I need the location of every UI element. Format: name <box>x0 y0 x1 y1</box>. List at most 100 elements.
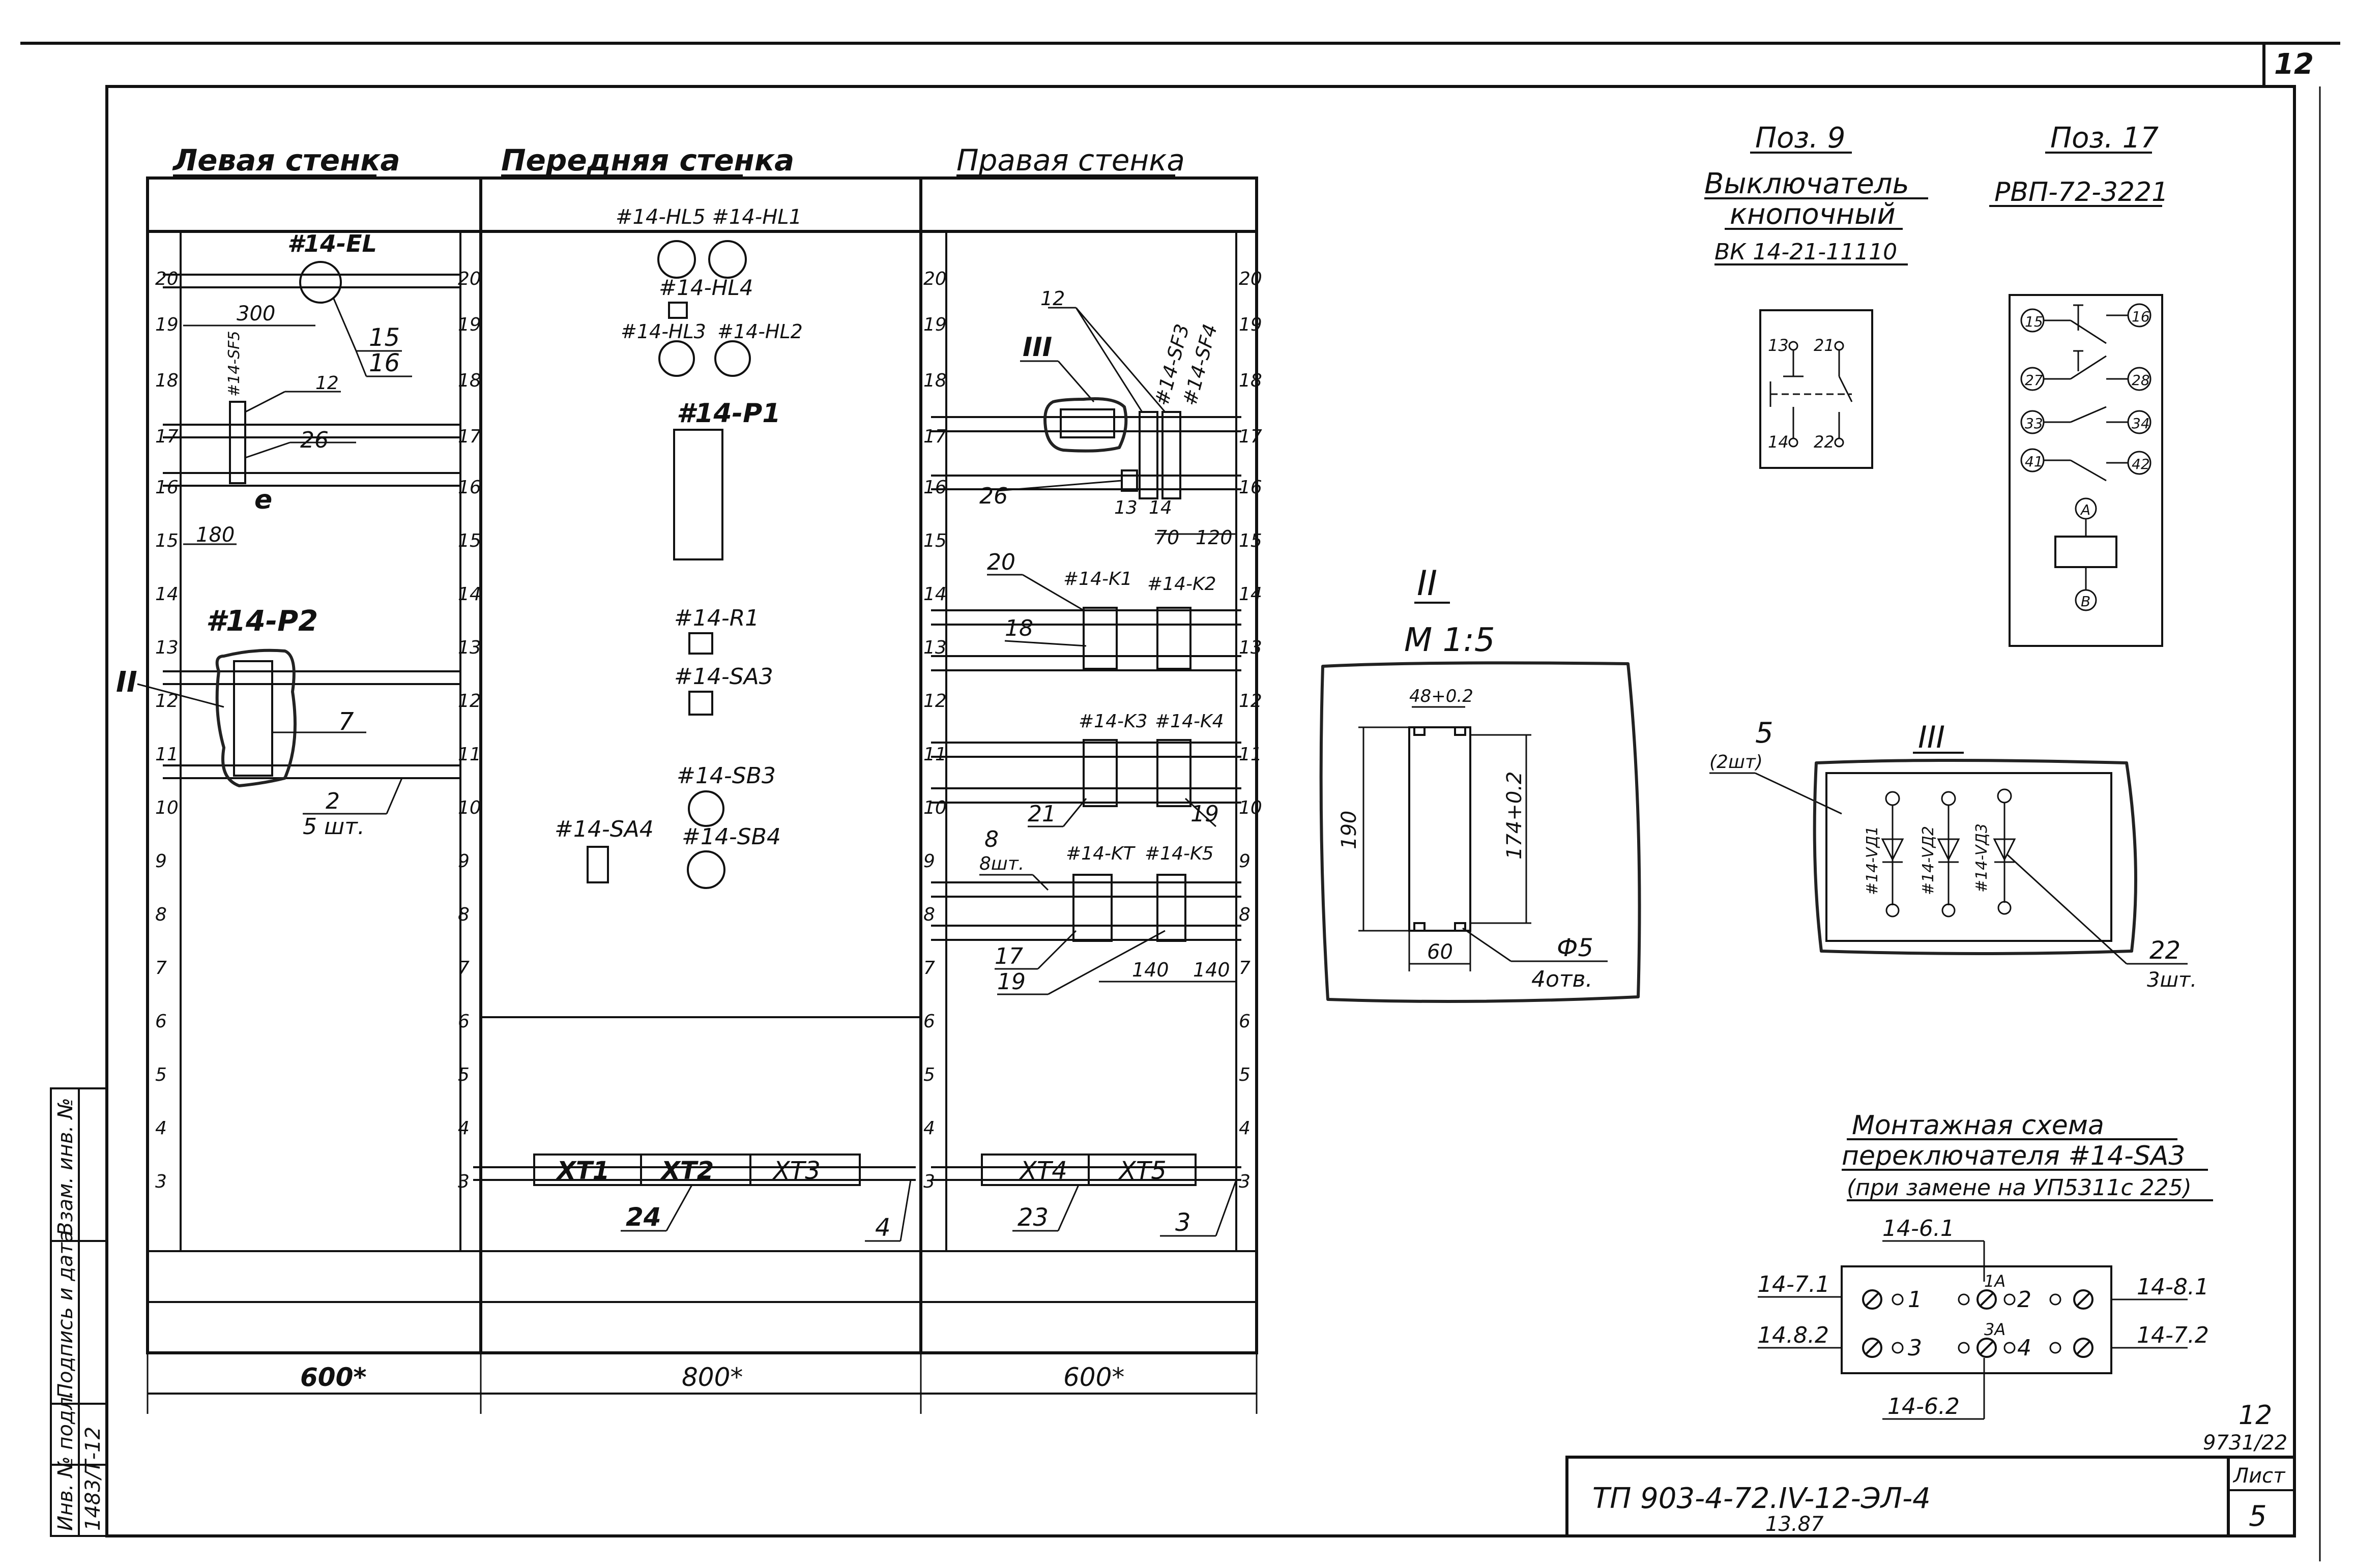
wiring-n4: 4 <box>2017 1335 2031 1361</box>
wiring-l1: 14-7.1 <box>1758 1271 1830 1297</box>
rail-num: 18 <box>155 370 179 391</box>
dim-70: 70 <box>1155 526 1179 549</box>
rail-num: 16 <box>923 477 947 498</box>
label-sb3: #14-SB3 <box>677 763 776 789</box>
label-sa4: #14-SA4 <box>555 816 654 842</box>
rail-num: 5 <box>923 1064 935 1085</box>
right-wall-title: Правая стенка <box>956 143 1185 177</box>
label-el: #14-EL <box>287 230 377 257</box>
title-sheet-label: Лист <box>2232 1464 2286 1488</box>
wiring-bottom: 14-6.2 <box>1887 1394 1960 1419</box>
rail-num: 11 <box>1239 744 1262 765</box>
rail-num: 12 <box>1239 691 1262 712</box>
label-xt2: XT2 <box>660 1157 714 1185</box>
pos17-cb: В <box>2081 593 2090 610</box>
rail-num: 20 <box>1239 269 1262 289</box>
label-pos7: 7 <box>338 707 354 736</box>
dim-left-width: 600* <box>300 1363 367 1392</box>
rail-num: 13 <box>155 637 179 658</box>
title-num12: 12 <box>2238 1400 2272 1431</box>
label-sa3: #14-SA3 <box>674 664 773 690</box>
rail-num: 14 <box>155 584 179 605</box>
label-p1: #14-P1 <box>677 398 780 429</box>
dim-120: 120 <box>1196 526 1233 549</box>
detail2-h-left: 190 <box>1338 811 1361 849</box>
rail-num: 16 <box>1239 477 1262 498</box>
rail-numbers-left: 20 19 18 17 16 15 14 13 12 11 10 9 8 7 6… <box>155 269 179 1192</box>
detail-iii: III 5 (2шт) #14-VД1 #14-VД2 #14-VД3 22 3… <box>1709 717 2197 992</box>
label-xt1: XT1 <box>556 1157 609 1185</box>
pos9-c14: 14 <box>1768 432 1789 452</box>
title-sheet-num: 5 <box>2249 1500 2267 1533</box>
label-xt5: XT5 <box>1118 1157 1167 1185</box>
pos9-c13: 13 <box>1768 336 1789 355</box>
label-pos8: 8 <box>984 826 999 852</box>
dim-right-width: 600* <box>1063 1363 1124 1392</box>
title-code: ТП 903-4-72.IV-12-ЭЛ-4 <box>1592 1482 1931 1515</box>
rail-num: 10 <box>1239 797 1262 818</box>
cabinet-outline <box>146 176 1258 1354</box>
dim-front-width: 800* <box>682 1363 743 1392</box>
rail-num: 16 <box>458 477 481 498</box>
rail-num: 6 <box>458 1011 470 1032</box>
label-pos21: 21 <box>1028 801 1056 827</box>
pos17-title: Поз. 17 <box>2050 122 2159 155</box>
detail-ii: II М 1:5 48+0.2 190 174+0.2 60 Ф5 4отв. <box>1319 564 1641 1003</box>
wiring-n3: 3 <box>1908 1335 1922 1361</box>
wiring-l2: 14.8.2 <box>1758 1322 1829 1348</box>
rail-num: 4 <box>1239 1118 1251 1139</box>
wiring-title1: Монтажная схема <box>1852 1110 2104 1141</box>
rail-num: 14 <box>458 584 481 605</box>
rail-num: 16 <box>155 477 179 498</box>
rail-num: 14 <box>1239 584 1262 605</box>
rail-num: 7 <box>458 958 470 979</box>
rail-num: 20 <box>155 269 179 289</box>
rail-num: 12 <box>923 691 947 712</box>
label-pos16: 16 <box>369 349 400 377</box>
rail-num: 13 <box>458 637 481 658</box>
label-pos-e: е <box>254 485 272 515</box>
label-kt: #14-KT <box>1066 843 1136 864</box>
pos9-name1: Выключатель <box>1704 167 1909 200</box>
rail-num: 10 <box>155 797 179 818</box>
detail3-pos22-note: 3шт. <box>2147 968 2197 992</box>
rail-num: 13 <box>1239 637 1262 658</box>
rail-num: 15 <box>155 530 179 551</box>
label-pos26-right: 26 <box>979 483 1008 509</box>
label-hl4: #14-HL4 <box>659 275 753 300</box>
wiring-title3: (при замене на УП5311с 225) <box>1847 1175 2192 1201</box>
title-archive: 9731/22 <box>2203 1431 2287 1455</box>
rail-num: 14 <box>923 584 947 605</box>
stamp-inv-podl: Инв. № подл. <box>54 1391 77 1531</box>
wiring-n1: 1 <box>1908 1287 1922 1313</box>
label-pos13: 13 <box>1114 497 1138 518</box>
rail-num: 8 <box>155 904 167 925</box>
pos9-name2: кнопочный <box>1730 198 1896 231</box>
rail-num: 20 <box>923 269 947 289</box>
label-p2: #14-P2 <box>206 605 318 638</box>
rail-num: 5 <box>458 1064 470 1085</box>
label-r1: #14-R1 <box>674 605 759 631</box>
rail-num: 18 <box>1239 370 1262 391</box>
detail3-vd2: #14-VД2 <box>1920 826 1937 895</box>
rail-num: 7 <box>155 958 167 979</box>
title-sub: 13.87 <box>1765 1513 1824 1536</box>
stamp-vzam: Взам. инв. № <box>54 1098 77 1236</box>
rail-num: 4 <box>923 1118 935 1139</box>
front-wall-title: Передняя стенка <box>501 143 794 177</box>
wiring-n1a: 1А <box>1984 1271 2005 1291</box>
stamp-inv-value: 1483/Т-12 <box>81 1427 105 1531</box>
sheet-number-top: 12 <box>2274 48 2314 81</box>
rail-num: 18 <box>923 370 947 391</box>
sheet-frame: 12 <box>20 42 2340 1561</box>
pos17-c41: 41 <box>2025 453 2043 470</box>
dim-140a: 140 <box>1132 959 1169 981</box>
rail-num: 12 <box>458 691 481 712</box>
side-stamp: Инв. № подл. Подпись и дата Взам. инв. №… <box>50 1087 108 1537</box>
rail-num: 19 <box>458 314 481 335</box>
rail-num: 6 <box>1239 1011 1251 1032</box>
pos17-c16: 16 <box>2132 308 2150 325</box>
wiring-n2: 2 <box>2017 1287 2031 1313</box>
rail-num: 11 <box>155 744 179 765</box>
rail-num: 15 <box>923 530 947 551</box>
